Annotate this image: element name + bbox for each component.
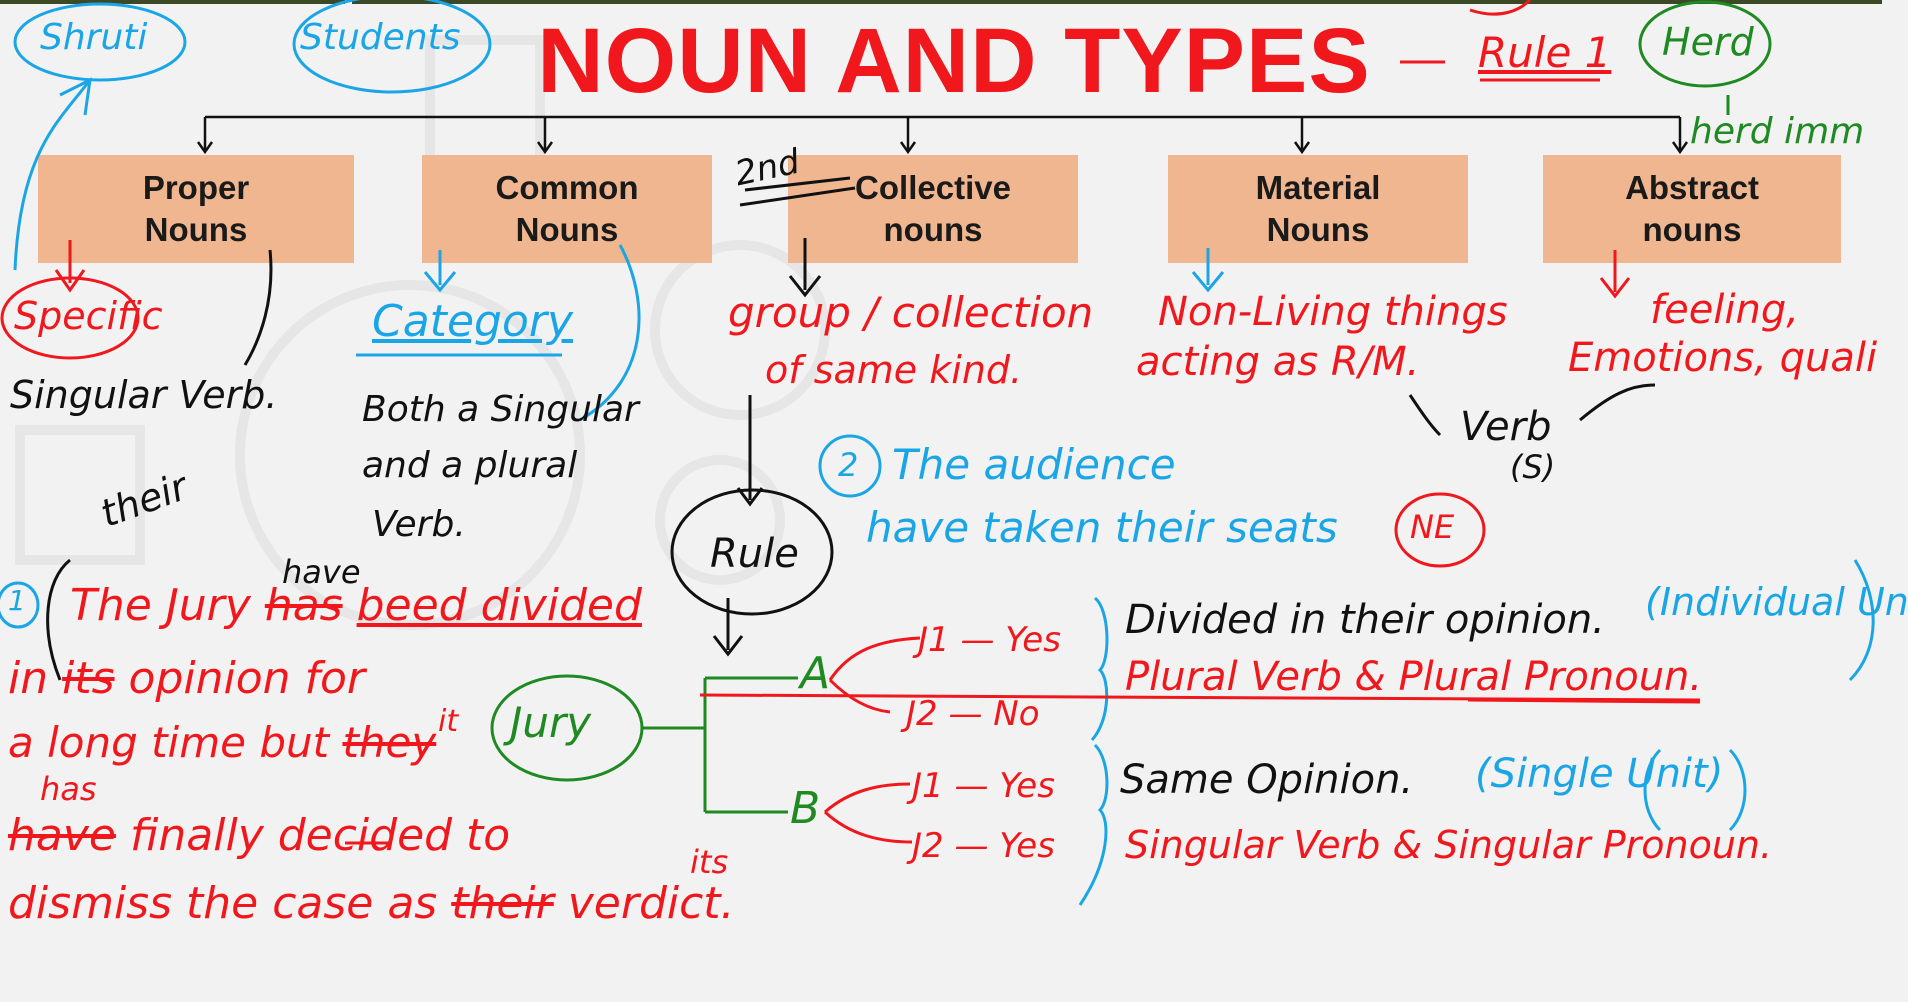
- note-abstract-2: Emotions, quali: [1568, 335, 1878, 381]
- note-same-opinion: Same Opinion.: [1120, 757, 1414, 803]
- note-abstract-1: feeling,: [1650, 287, 1799, 333]
- example1-line3: a long time but they: [8, 718, 437, 767]
- box-collective-nouns: Collective nouns: [788, 155, 1078, 263]
- jury-label: Jury: [510, 698, 592, 747]
- note-group-1: group / collection: [728, 288, 1094, 337]
- branch-a-j1: J1 — Yes: [918, 620, 1061, 660]
- note-specific: Specific: [14, 294, 163, 338]
- ex1-has-struck: has: [264, 580, 343, 631]
- example1-number: 1: [8, 584, 26, 617]
- note-both-3: Verb.: [372, 504, 466, 545]
- ex1-opinion-for: opinion for: [128, 653, 366, 704]
- note-both-1: Both a Singular: [362, 389, 639, 430]
- note-ne: NE: [1410, 508, 1455, 546]
- top-border-left: [0, 0, 345, 4]
- note-divided-opinion: Divided in their opinion.: [1125, 597, 1605, 643]
- note-herd: Herd: [1662, 20, 1754, 64]
- box-material-nouns: Material Nouns: [1168, 155, 1468, 263]
- ex1-long-time: a long time but: [8, 718, 330, 767]
- ex1-finally-decided: finally decided to: [129, 810, 511, 861]
- insert-has: has: [40, 770, 97, 808]
- ex1-in: in: [8, 653, 49, 704]
- note-verb: Verb: [1460, 404, 1552, 450]
- ex1-dismiss: dismiss the case as: [8, 878, 438, 929]
- insert-have: have: [282, 553, 361, 591]
- example2-number: 2: [838, 446, 859, 484]
- note-material-2: acting as R/M.: [1136, 339, 1420, 385]
- box-common-nouns: Common Nouns: [422, 155, 712, 263]
- example1-line1: The Jury has beed divided: [70, 580, 642, 631]
- top-border: [0, 0, 1908, 5]
- note-shruti: Shruti: [40, 17, 148, 58]
- page-title-text: NOUN AND TYPES: [537, 10, 1371, 112]
- note-group-2: of same kind.: [765, 348, 1023, 392]
- example2-line1: The audience: [892, 440, 1176, 489]
- ex1-their-struck: their: [451, 878, 554, 929]
- box-abstract-nouns: Abstract nouns: [1543, 155, 1841, 263]
- example2-line2: have taken their seats: [866, 503, 1338, 552]
- ex1-beed-divided: beed divided: [356, 580, 642, 631]
- example1-line2: in its opinion for: [8, 653, 366, 704]
- note-material-1: Non-Living things: [1158, 289, 1508, 335]
- top-border-right: [352, 0, 1882, 4]
- note-individual-units: (Individual Units): [1645, 580, 1908, 624]
- insert-it: it: [438, 704, 459, 739]
- ex1-they-struck: they: [342, 718, 437, 767]
- branch-b: B: [790, 783, 821, 834]
- ex1-its-struck: its: [62, 653, 115, 704]
- tree-connector: [196, 115, 1689, 155]
- ex1-verdict: verdict.: [567, 878, 735, 929]
- example1-line4: have finally decided to: [8, 810, 511, 861]
- insert-its: its: [690, 843, 729, 881]
- note-herd-imm: herd imm: [1690, 111, 1865, 152]
- note-singular-verb: Singular Verb.: [10, 373, 278, 417]
- branch-b-j2: J2 — Yes: [912, 826, 1055, 866]
- ex1-the-jury: The Jury: [70, 580, 251, 631]
- note-students: Students: [300, 17, 461, 58]
- note-their: their: [94, 464, 194, 536]
- note-rule-1: Rule 1: [1478, 28, 1612, 77]
- note-plural-rule: Plural Verb & Plural Pronoun.: [1125, 654, 1703, 700]
- branch-a: A: [800, 648, 831, 699]
- ex1-have-struck: have: [8, 810, 116, 861]
- example1-line5: dismiss the case as their verdict.: [8, 878, 735, 929]
- page-title: NOUN AND TYPES: [0, 6, 1908, 116]
- note-both-2: and a plural: [362, 445, 578, 486]
- note-single-unit: (Single Unit): [1475, 751, 1724, 797]
- branch-a-j2: J2 — No: [906, 694, 1040, 734]
- note-verb-s: (S): [1510, 448, 1556, 486]
- note-rule: Rule: [710, 531, 799, 577]
- note-category: Category: [372, 296, 573, 347]
- branch-b-j1: J1 — Yes: [912, 766, 1055, 806]
- box-proper-nouns: Proper Nouns: [38, 155, 354, 263]
- note-singular-rule: Singular Verb & Singular Pronoun.: [1125, 823, 1773, 867]
